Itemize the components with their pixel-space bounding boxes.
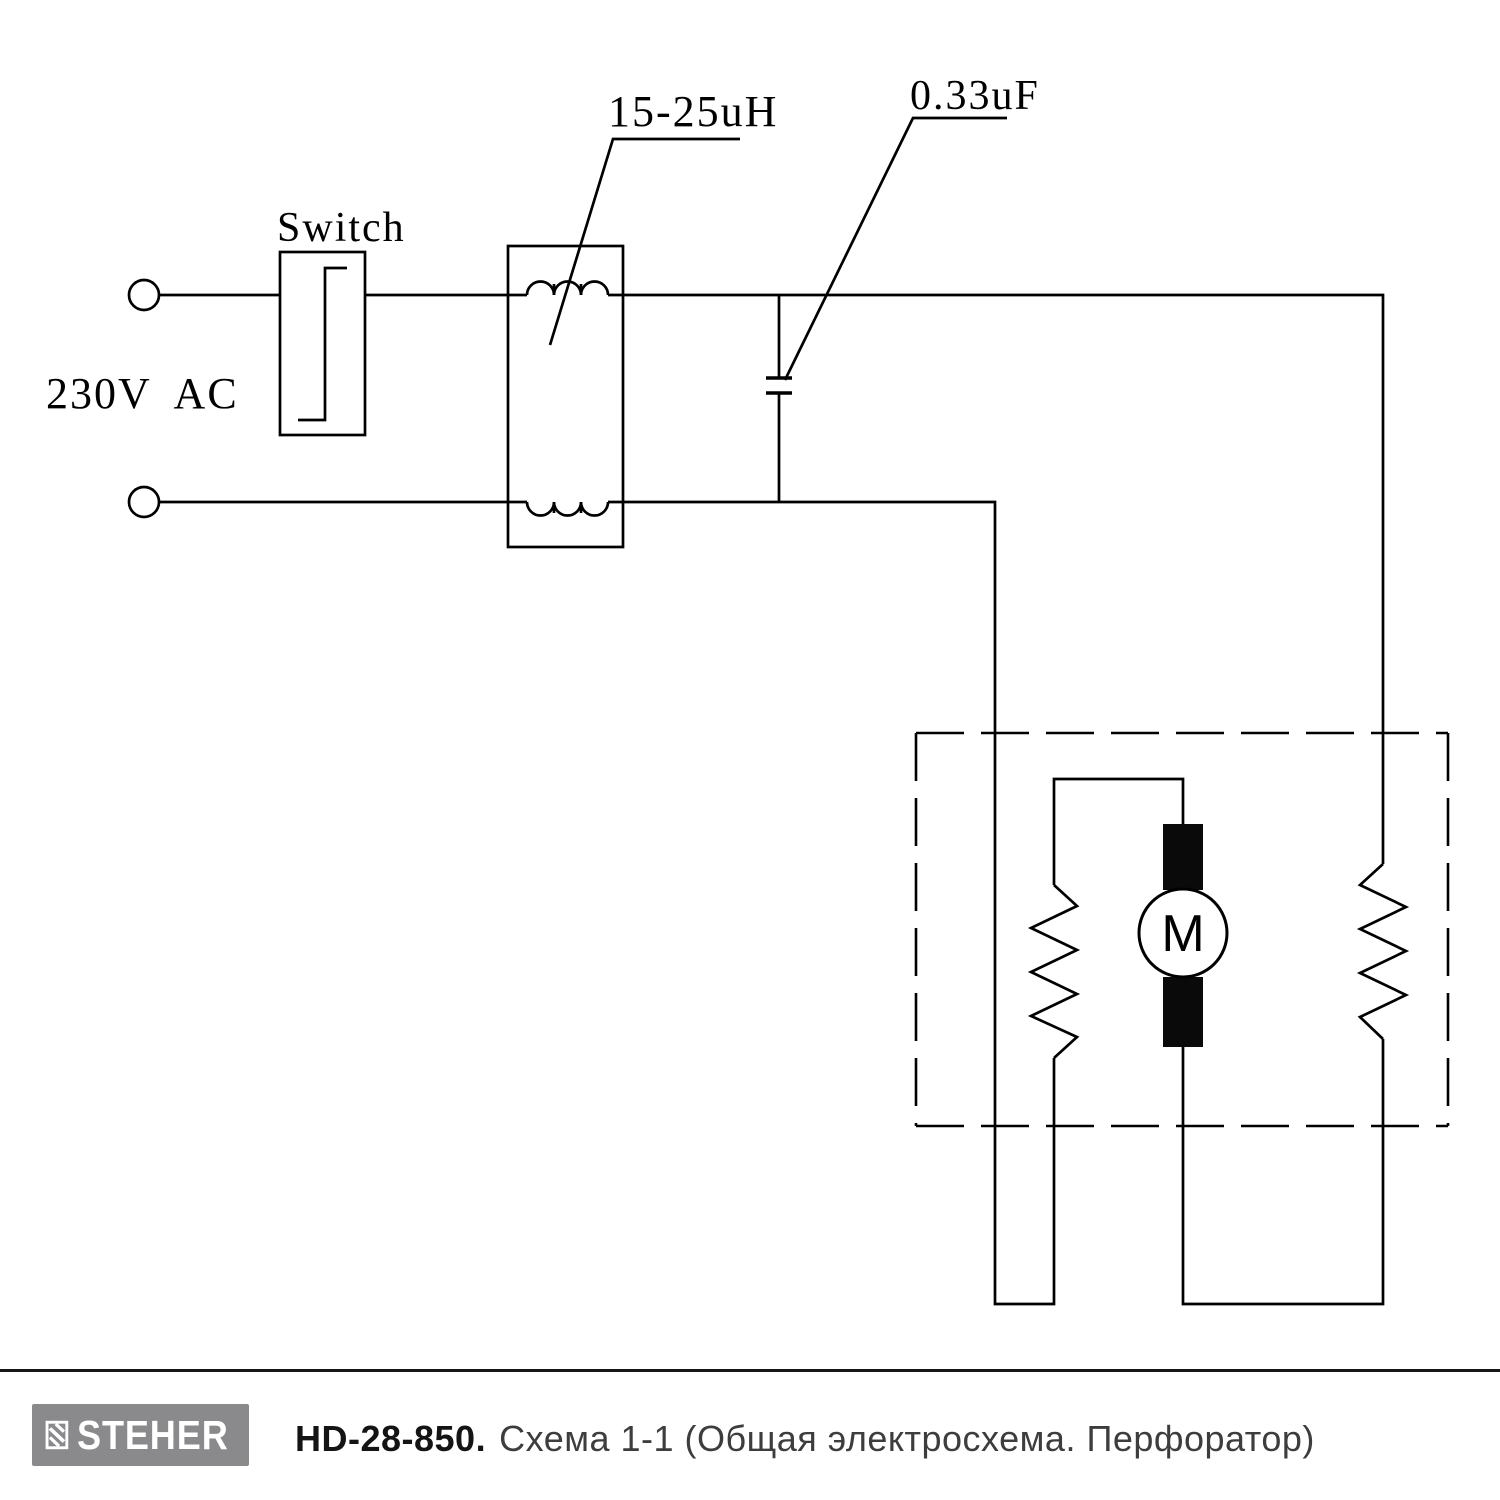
motor-unit: M — [914, 731, 1450, 1128]
drawing-caption: HD-28-850. Схема 1-1 (Общая электросхема.… — [295, 1419, 1315, 1459]
switch: Switch — [277, 205, 406, 437]
inductor-leader-line — [548, 137, 740, 346]
wire-bottom-bus — [608, 500, 1056, 1306]
wire-winding-to-upper-brush — [1052, 777, 1185, 885]
inductor-value-label: 15-25uH — [608, 87, 778, 136]
inductor-coil-top-icon — [525, 280, 610, 296]
inductor-coil-bottom-cusps — [552, 502, 583, 513]
wire-lower-brush-to-winding — [1181, 1039, 1385, 1306]
motor-circle-icon — [1137, 887, 1229, 979]
switch-label: Switch — [277, 205, 406, 251]
switch-box — [278, 250, 367, 437]
caption-text: Схема 1-1 (Общая электросхема. Перфорато… — [499, 1418, 1315, 1459]
steher-logo-text: STEHER — [76, 1411, 229, 1458]
field-winding-left-icon — [1027, 884, 1081, 1059]
steher-logo-icon — [45, 1420, 69, 1450]
inductor-coil-bottom-icon — [525, 501, 610, 517]
capacitor: 0.33uF — [766, 73, 1040, 502]
wiring — [159, 293, 1385, 1306]
wire-top-bus — [608, 293, 1385, 864]
capacitor-value-label: 0.33uF — [910, 73, 1040, 119]
ac-source: 230V AC — [46, 278, 239, 519]
switch-contact-icon — [298, 266, 347, 422]
footer-separator — [0, 1369, 1500, 1372]
source-voltage-label: 230V AC — [46, 369, 239, 418]
motor-label: M — [1161, 905, 1204, 963]
line-filter-inductor: 15-25uH — [506, 87, 778, 549]
steher-logo: STEHER — [32, 1404, 249, 1466]
terminal-neutral-icon — [127, 485, 161, 519]
brush-top-icon — [1163, 824, 1203, 890]
brush-bottom-icon — [1163, 977, 1203, 1047]
inductor-coil-top-cusps — [552, 284, 583, 295]
capacitor-leader-line — [783, 116, 1007, 381]
capacitor-plates-icon — [766, 376, 792, 395]
field-winding-right-icon — [1356, 863, 1410, 1040]
terminal-live-icon — [127, 278, 161, 312]
model-number: HD-28-850. — [295, 1418, 487, 1459]
inductor-box — [506, 244, 625, 549]
